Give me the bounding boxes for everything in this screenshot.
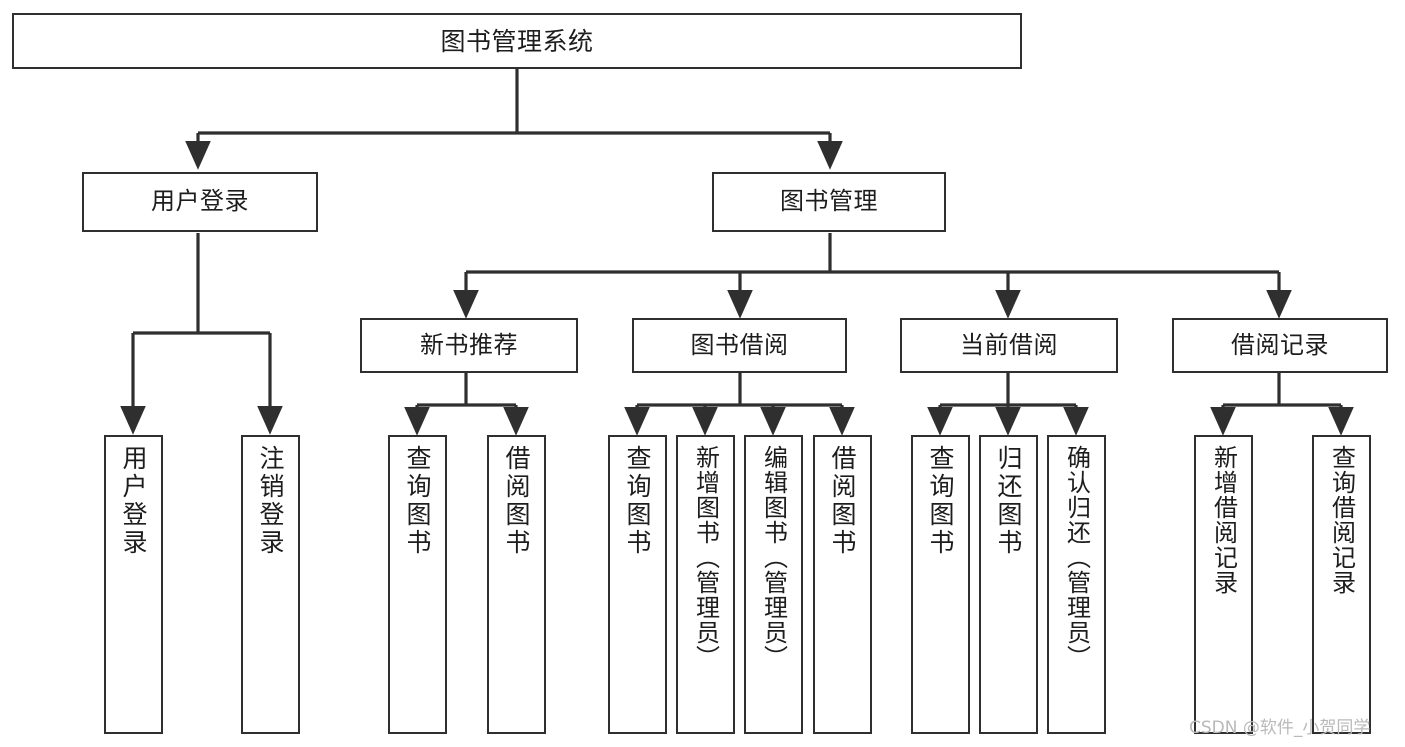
node-user-login[interactable]: 用户登录	[82, 172, 318, 232]
leaf-borrow-record-add[interactable]: 新增借阅记录	[1194, 435, 1253, 734]
node-new-book-recommend[interactable]: 新书推荐	[360, 318, 578, 373]
leaf-new-book-query[interactable]: 查询图书	[388, 435, 447, 734]
leaf-book-borrow-borrow[interactable]: 借阅图书	[813, 435, 872, 734]
leaf-user-login-logout[interactable]: 注销登录	[241, 435, 300, 734]
node-label: 查询图书	[403, 445, 432, 557]
node-label: 借阅记录	[1231, 330, 1329, 359]
node-current-borrow[interactable]: 当前借阅	[900, 318, 1118, 373]
leaf-new-book-borrow[interactable]: 借阅图书	[487, 435, 546, 734]
node-borrow-record[interactable]: 借阅记录	[1172, 318, 1388, 373]
watermark-text: CSDN @软件_小贺同学	[1189, 718, 1371, 738]
leaf-current-borrow-return[interactable]: 归还图书	[979, 435, 1038, 734]
node-root-book-management-system[interactable]: 图书管理系统	[12, 13, 1022, 69]
leaf-book-borrow-add[interactable]: 新增图书（管理员）	[676, 435, 735, 734]
node-label: 图书管理	[780, 187, 878, 216]
node-label: 归还图书	[994, 445, 1023, 557]
node-label: 用户登录	[151, 187, 249, 216]
leaf-current-borrow-confirm-return[interactable]: 确认归还（管理员）	[1047, 435, 1106, 734]
node-label: 用户登录	[119, 445, 148, 557]
node-label: 新书推荐	[420, 330, 518, 359]
node-label: 确认归还（管理员）	[1062, 445, 1091, 670]
node-book-management[interactable]: 图书管理	[712, 172, 946, 232]
leaf-book-borrow-query[interactable]: 查询图书	[608, 435, 667, 734]
node-label: 新增借阅记录	[1209, 445, 1238, 595]
node-label: 编辑图书（管理员）	[759, 445, 788, 670]
leaf-user-login-login[interactable]: 用户登录	[104, 435, 163, 734]
node-label: 查询借阅记录	[1327, 445, 1356, 595]
node-label: 借阅图书	[502, 445, 531, 557]
node-label: 查询图书	[926, 445, 955, 557]
node-label: 新增图书（管理员）	[691, 445, 720, 670]
node-label: 注销登录	[256, 445, 285, 557]
leaf-current-borrow-query[interactable]: 查询图书	[911, 435, 970, 734]
node-label: 借阅图书	[828, 445, 857, 557]
node-label: 图书借阅	[690, 330, 789, 359]
node-label: 查询图书	[623, 445, 652, 557]
node-label: 图书管理系统	[440, 26, 594, 56]
node-book-borrow[interactable]: 图书借阅	[632, 318, 847, 373]
node-label: 当前借阅	[960, 330, 1058, 359]
leaf-borrow-record-query[interactable]: 查询借阅记录	[1312, 435, 1371, 734]
leaf-book-borrow-edit[interactable]: 编辑图书（管理员）	[744, 435, 803, 734]
